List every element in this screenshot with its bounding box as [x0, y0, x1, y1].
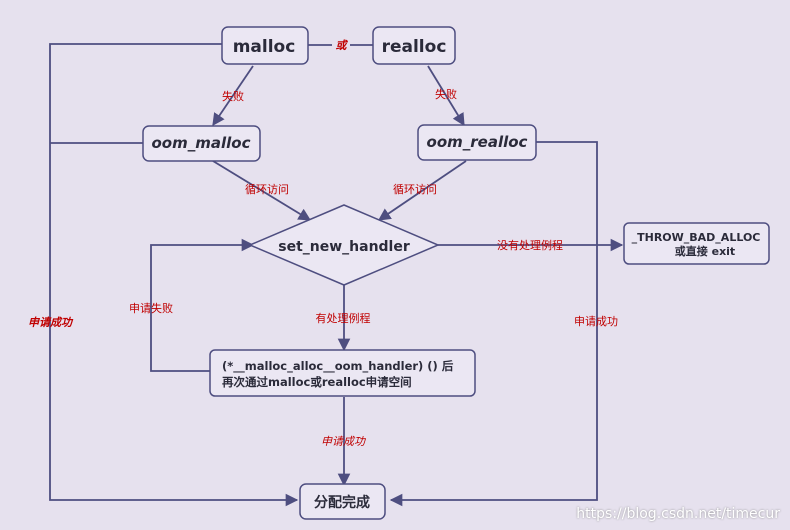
- handler-call-line1: (*__malloc_alloc__oom_handler) () 后: [222, 359, 454, 374]
- realloc-node: realloc: [372, 26, 456, 65]
- success-right-label: 申请成功: [574, 315, 618, 328]
- fail-left-label: 失败: [222, 89, 244, 103]
- watermark: https://blog.csdn.net/timecur: [576, 506, 780, 522]
- fail-right-label: 失败: [435, 87, 457, 101]
- oom-realloc-to-handler-edge: [377, 160, 467, 221]
- oom-malloc-label: oom_malloc: [152, 134, 251, 152]
- set-new-handler-node: set_new_handler: [248, 204, 440, 286]
- malloc-success-edge: [49, 43, 299, 507]
- oom-malloc-to-handler-edge: [212, 160, 312, 221]
- set-new-handler-label: set_new_handler: [278, 239, 410, 255]
- apply-fail-loop-edge: [150, 238, 255, 372]
- loop-left-label: 循环访问: [245, 183, 289, 196]
- realloc-to-oom-realloc-edge: [427, 65, 465, 127]
- has-handler-label: 有处理例程: [316, 311, 371, 325]
- malloc-to-oom-malloc-edge: [212, 65, 254, 127]
- done-node: 分配完成: [299, 483, 386, 520]
- handler-call-node: (*__malloc_alloc__oom_handler) () 后 再次通过…: [209, 349, 476, 397]
- success-bottom-label: 申请成功: [321, 435, 367, 448]
- realloc-label: realloc: [382, 37, 447, 57]
- throw-node: _THROW_BAD_ALLOC 或直接 exit: [623, 222, 770, 265]
- success-left-label: 申请成功: [28, 316, 74, 329]
- throw-line1: _THROW_BAD_ALLOC: [632, 231, 761, 244]
- throw-line2: 或直接 exit: [675, 244, 735, 258]
- loop-right-label: 循环访问: [393, 183, 437, 196]
- oom-malloc-node: oom_malloc: [142, 125, 261, 162]
- or-label: 或: [336, 39, 349, 52]
- malloc-node: malloc: [221, 26, 309, 65]
- handler-call-line2: 再次通过malloc或realloc申请空间: [222, 375, 412, 389]
- no-handler-label: 没有处理例程: [497, 238, 563, 252]
- oom-realloc-node: oom_realloc: [417, 124, 537, 161]
- oom-realloc-success-edge: [389, 141, 598, 507]
- oom-realloc-label: oom_realloc: [427, 133, 528, 151]
- done-label: 分配完成: [314, 494, 370, 511]
- apply-fail-label: 申请失败: [129, 301, 173, 315]
- malloc-label: malloc: [233, 37, 296, 57]
